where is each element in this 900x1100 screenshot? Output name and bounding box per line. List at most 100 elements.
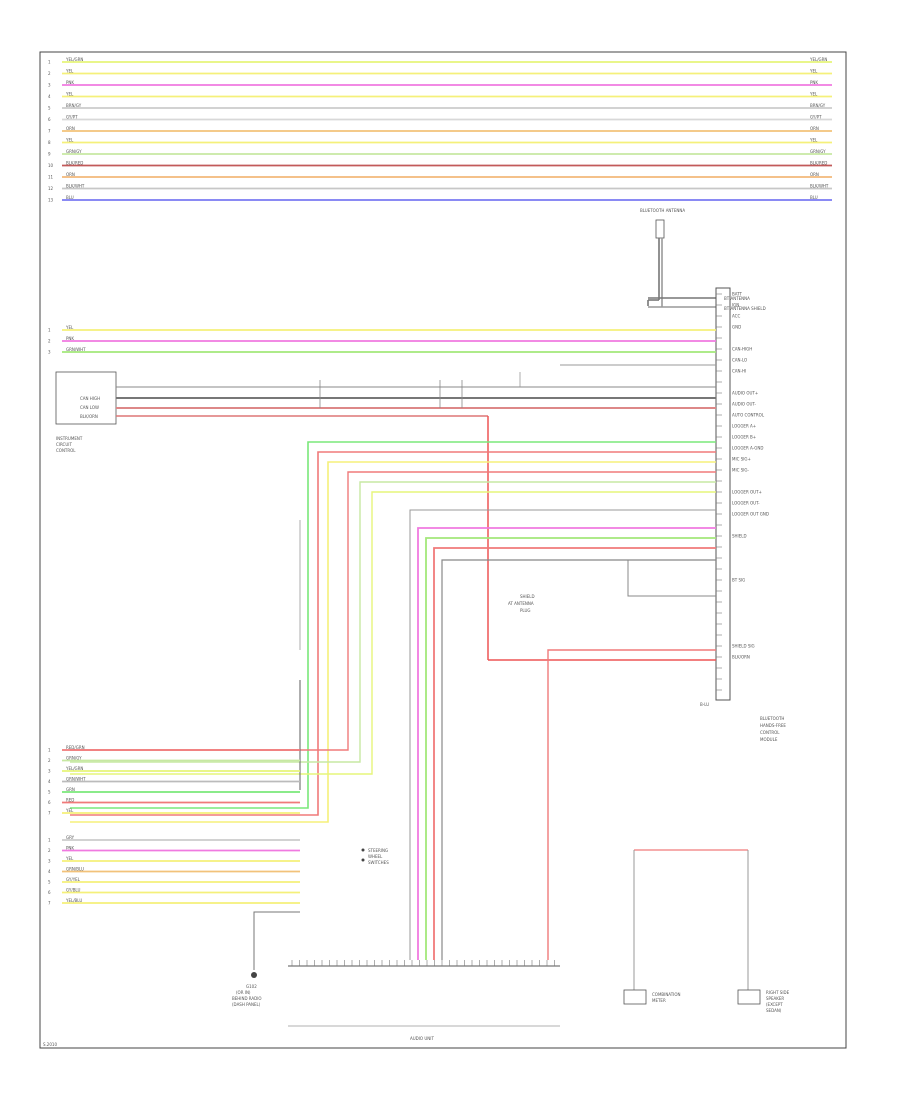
low-bus-wire-label-4: GRN/WHT [66, 776, 86, 781]
module-pin-label-21: LOGGER OUT GND [732, 512, 769, 517]
speaker-label-3: (EXCEPT [766, 1002, 783, 1007]
top-bus-wire-label-right-10: BLK/RED [810, 160, 827, 165]
module-pin-label-3: ACC [732, 314, 740, 319]
module-caption-1: BLUETOOTH [760, 716, 784, 721]
top-bus-wire-label-right-4: YEL [809, 91, 818, 96]
ground-label-3: BEHIND RADIO [232, 996, 262, 1001]
module-caption-4: MODULE [760, 737, 778, 742]
mid-note-2: AT ANTENNA [508, 601, 534, 606]
module-pin-label-6: CAN-HIGH [732, 347, 752, 352]
steering-note: STEERING WHEEL SWITCHES [361, 848, 389, 865]
mid-note: SHIELD AT ANTENNA PLUG [508, 594, 535, 613]
module-pin-label-16: MIC SIG+ [732, 457, 751, 462]
top-bus-wire-label-right-6: GY/PT [810, 114, 822, 119]
right-bottom-components: COMBINATION METER RIGHT SIDE SPEAKER (EX… [623, 849, 790, 1013]
top-bus-wire-label-right-1: YEL/GRN [809, 57, 827, 62]
top-bus-num-11: 11 [48, 175, 54, 180]
bottom-bus-num-3: 3 [48, 859, 51, 864]
top-bus-num-13: 13 [48, 198, 54, 203]
speaker-label-4: SEDAN) [766, 1008, 782, 1013]
low-bus-num-6: 6 [48, 800, 51, 805]
low-bus-wire-label-2: GRN/GY [66, 755, 82, 760]
mid-bus-wire-label-2: PNK [66, 336, 74, 341]
diagram-border [39, 51, 847, 1049]
bottom-bus-wire-label-3: YEL [65, 856, 74, 861]
combination-meter-2: METER [652, 998, 666, 1003]
module-pin-label-11: AUDIO OUT- [732, 402, 756, 407]
module-box [715, 287, 731, 701]
antenna-label-1: BT ANTENNA [724, 296, 750, 301]
module-caption-3: CONTROL [760, 730, 780, 735]
bottom-bus-num-6: 6 [48, 890, 51, 895]
top-bus-num-4: 4 [48, 94, 51, 99]
top-bus-wire-label-9: GRN/GY [66, 149, 82, 154]
bottom-bus-wire-label-7: YEL/BLU [65, 898, 82, 903]
bottom-bus-wire-label-6: GY/BLU [66, 887, 80, 892]
low-bus-wire-label-3: YEL/GRN [65, 766, 83, 771]
top-bus-wire-label-8: YEL [65, 137, 74, 142]
top-bus-wire-label-right-13: BLU [810, 195, 818, 200]
ground-g102: G102 (OR IN) BEHIND RADIO (DASH PANEL) [232, 911, 300, 1007]
low-bus-num-3: 3 [48, 769, 51, 774]
steering-note-1: STEERING [368, 848, 388, 853]
module-pin-label-2: IGN [732, 303, 739, 308]
signal-wires [70, 441, 716, 960]
top-bus-wire-label-12: BLK/WHT [66, 183, 85, 188]
top-bus-wire-label-right-3: PNK [810, 80, 818, 85]
module-pin-label-17: MIC SIG- [732, 468, 750, 473]
top-bus-num-12: 12 [48, 186, 54, 191]
module-pin-label-1: BATT [732, 292, 743, 297]
top-bus-wire-label-right-5: BRN/GY [810, 103, 826, 108]
module-label: B-LU [700, 702, 709, 707]
mid-bus-num-3: 3 [48, 350, 51, 355]
module-pin-label-23: SHIELD [732, 534, 747, 539]
mid-note-1: SHIELD [520, 594, 535, 599]
low-bus-num-7: 7 [48, 811, 51, 816]
can-wires [116, 364, 716, 661]
left-conn-label-1: CAN HIGH [80, 396, 100, 401]
module-pin-label-14: LOGGER B+ [732, 435, 756, 440]
left-connector: CAN HIGH CAN LOW BLK/ORN INSTRUMENT CIRC… [55, 371, 117, 453]
top-bus-wire-label-right-11: ORN [810, 172, 819, 177]
top-bus-wire-label-right-7: ORN [810, 126, 819, 131]
module-pin-label-33: SHIELD SIG [732, 644, 755, 649]
left-conn-label-2: CAN LOW [80, 405, 99, 410]
audio-unit: AUDIO UNIT [288, 960, 560, 1041]
bottom-bus-num-7: 7 [48, 901, 51, 906]
module-pin-label-7: CAN-LO [732, 358, 747, 363]
audio-unit-label: AUDIO UNIT [410, 1036, 434, 1041]
low-bus-wire-label-1: RED/GRN [66, 745, 85, 750]
top-bus-wire-label-4: YEL [65, 91, 74, 96]
top-bus-num-9: 9 [48, 152, 51, 157]
low-bus-num-1: 1 [48, 748, 51, 753]
combination-meter-1: COMBINATION [652, 992, 681, 997]
low-bus-num-4: 4 [48, 779, 51, 784]
module-caption-2: HANDS-FREE [760, 723, 786, 728]
module-pin-label-15: LOGGER A-GND [732, 446, 763, 451]
steering-note-3: SWITCHES [368, 860, 389, 865]
module-pin-label-27: BT SIG [732, 578, 745, 583]
bottom-bus-wire-label-2: PNK [66, 845, 74, 850]
top-bus-num-6: 6 [48, 117, 51, 122]
top-bus-wire-label-7: ORN [66, 126, 75, 131]
module-pin-label-10: AUDIO OUT+ [732, 391, 758, 396]
low-wire-bus: RED/GRN1GRN/GY2YEL/GRN3GRN/WHT4GRN5RED6Y… [48, 745, 300, 816]
bottom-bus-wire-label-1: GRY [66, 835, 75, 840]
bottom-bus-wire-label-4: GRN/BLU [66, 866, 84, 871]
bottom-bus-num-2: 2 [48, 848, 51, 853]
bluetooth-antenna: BLUETOOTH ANTENNA BT ANTENNA BT ANTENNA … [640, 208, 766, 311]
low-bus-num-2: 2 [48, 758, 51, 763]
mid-note-3: PLUG [520, 608, 530, 613]
top-bus-wire-label-5: BRN/GY [66, 103, 82, 108]
steering-note-2: WHEEL [368, 854, 383, 859]
top-bus-num-10: 10 [48, 163, 54, 168]
module-pin-label-12: AUTO CONTROL [732, 413, 765, 418]
antenna-title: BLUETOOTH ANTENNA [640, 208, 685, 213]
module-pin-label-8: CAN-HI [732, 369, 746, 374]
bottom-bus-num-4: 4 [48, 869, 51, 874]
